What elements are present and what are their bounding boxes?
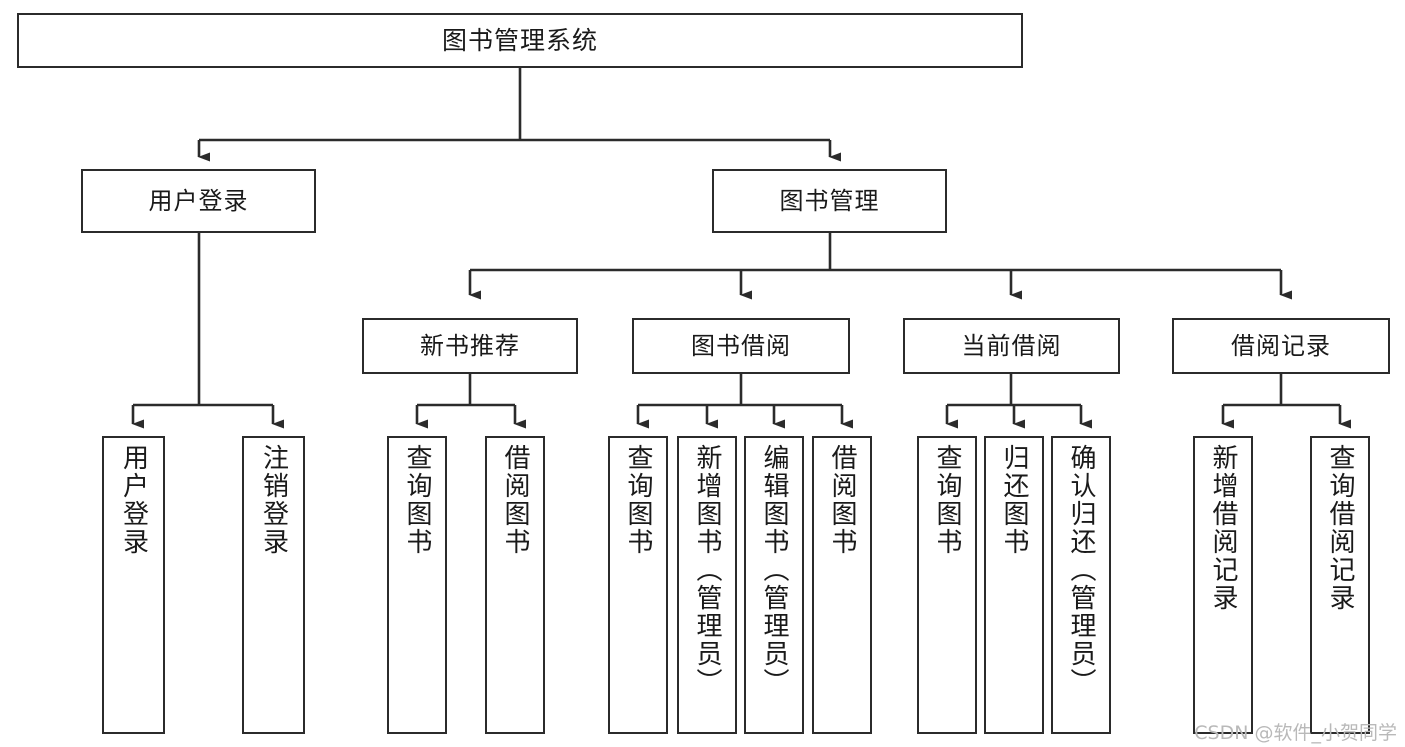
node-label: 借阅图书	[500, 444, 530, 556]
node-label: 借阅记录	[1231, 331, 1331, 360]
leaf-recommend-query-book[interactable]: 查询图书	[387, 436, 447, 734]
node-label: 注销登录	[258, 444, 289, 556]
node-label: 新增借阅记录	[1208, 444, 1238, 612]
node-label: 借阅图书	[827, 444, 857, 556]
node-root-system[interactable]: 图书管理系统	[17, 13, 1023, 68]
node-label: 图书管理	[779, 186, 880, 215]
node-label: 新增图书（管理员）	[692, 444, 722, 696]
leaf-borrow-borrow-book[interactable]: 借阅图书	[812, 436, 872, 734]
leaf-borrow-query-book[interactable]: 查询图书	[608, 436, 668, 734]
leaf-recommend-borrow-book[interactable]: 借阅图书	[485, 436, 545, 734]
node-current-borrow[interactable]: 当前借阅	[903, 318, 1120, 374]
leaf-current-return-book[interactable]: 归还图书	[984, 436, 1044, 734]
node-label: 查询图书	[623, 444, 653, 556]
node-label: 确认归还（管理员）	[1066, 444, 1096, 696]
node-user-login[interactable]: 用户登录	[81, 169, 316, 233]
leaf-current-query-book[interactable]: 查询图书	[917, 436, 977, 734]
node-book-management[interactable]: 图书管理	[712, 169, 947, 233]
watermark: CSDN @软件_小贺同学	[1194, 722, 1397, 744]
node-label: 查询借阅记录	[1325, 444, 1355, 612]
node-book-borrow[interactable]: 图书借阅	[632, 318, 850, 374]
node-label: 当前借阅	[961, 331, 1062, 360]
leaf-current-confirm-return-admin[interactable]: 确认归还（管理员）	[1051, 436, 1111, 734]
node-label: 用户登录	[148, 186, 249, 215]
node-new-book-recommend[interactable]: 新书推荐	[362, 318, 578, 374]
node-label: 归还图书	[999, 444, 1029, 556]
leaf-logout[interactable]: 注销登录	[242, 436, 305, 734]
leaf-record-query-record[interactable]: 查询借阅记录	[1310, 436, 1370, 734]
node-label: 查询图书	[932, 444, 962, 556]
node-label: 用户登录	[118, 444, 149, 556]
node-label: 图书管理系统	[441, 25, 598, 55]
leaf-user-login[interactable]: 用户登录	[102, 436, 165, 734]
node-label: 查询图书	[402, 444, 432, 556]
node-label: 新书推荐	[420, 331, 520, 360]
node-borrow-record[interactable]: 借阅记录	[1172, 318, 1390, 374]
leaf-borrow-edit-book-admin[interactable]: 编辑图书（管理员）	[744, 436, 804, 734]
leaf-borrow-add-book-admin[interactable]: 新增图书（管理员）	[677, 436, 737, 734]
node-label: 编辑图书（管理员）	[759, 444, 789, 696]
leaf-record-add-record[interactable]: 新增借阅记录	[1193, 436, 1253, 734]
node-label: 图书借阅	[691, 331, 791, 360]
